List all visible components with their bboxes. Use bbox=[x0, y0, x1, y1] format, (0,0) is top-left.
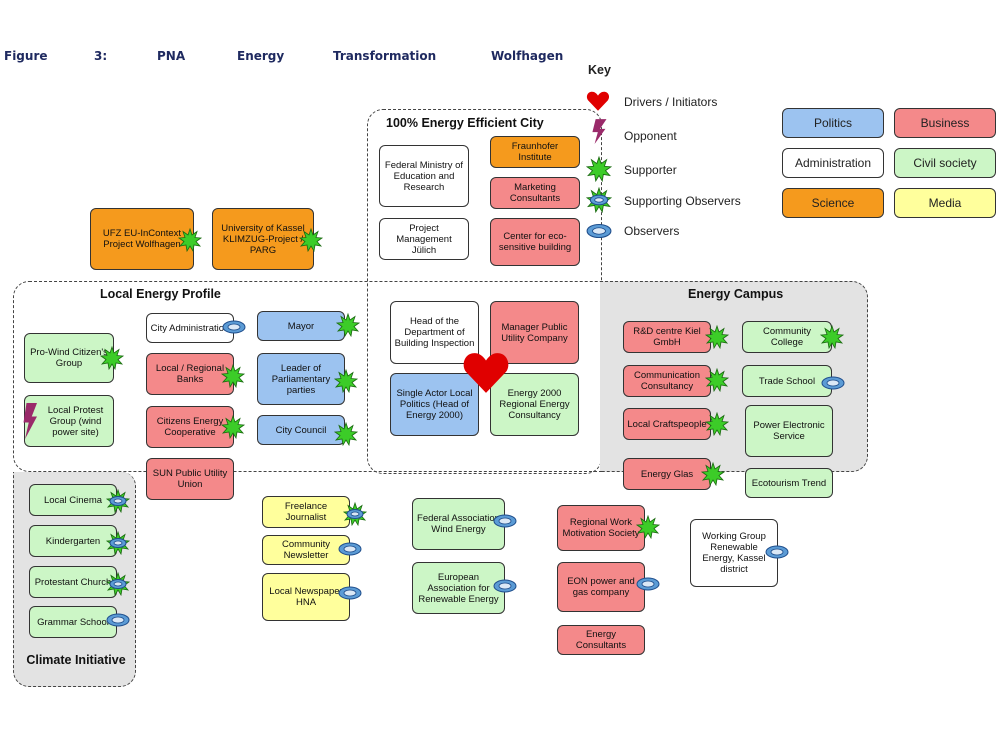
star-eye-icon bbox=[107, 573, 129, 595]
actor-wind-assoc: Federal Association Wind Energy bbox=[412, 498, 505, 550]
region-title-climate-initiative: Climate Initiative bbox=[26, 653, 126, 667]
eye-icon bbox=[493, 514, 517, 528]
star-icon bbox=[705, 325, 729, 349]
star-icon bbox=[820, 325, 844, 349]
eye-icon bbox=[493, 579, 517, 593]
actor-european-assoc: European Association for Renewable Energ… bbox=[412, 562, 505, 614]
actor-energy-consultants: Energy Consultants bbox=[557, 625, 645, 655]
heart-icon bbox=[459, 349, 513, 395]
key-category-science: Science bbox=[782, 188, 884, 218]
region-title-local-energy-profile: Local Energy Profile bbox=[100, 287, 221, 301]
actor-community-college: Community College bbox=[742, 321, 832, 353]
star-icon bbox=[334, 422, 358, 446]
actor-kindergarten: Kindergarten bbox=[29, 525, 117, 557]
key-label-observers: Observers bbox=[624, 224, 680, 238]
key-category-civil-society: Civil society bbox=[894, 148, 996, 178]
key-title: Key bbox=[588, 63, 611, 77]
star-eye-icon bbox=[107, 490, 129, 512]
star-icon bbox=[705, 412, 729, 436]
actor-comm-consultancy: Communication Consultancy bbox=[623, 365, 711, 397]
actor-parl-leader: Leader of Parliamentary parties bbox=[257, 353, 345, 405]
star-icon bbox=[221, 364, 245, 388]
key-category-business: Business bbox=[894, 108, 996, 138]
star-icon bbox=[705, 368, 729, 392]
eye-icon bbox=[106, 613, 130, 627]
eye-icon bbox=[821, 376, 845, 390]
key-label-drivers: Drivers / Initiators bbox=[624, 95, 718, 109]
region-title-efficient-city: 100% Energy Efficient City bbox=[386, 116, 544, 130]
actor-trade-school: Trade School bbox=[742, 365, 832, 397]
actor-single-actor: Single Actor Local Politics (Head of Ene… bbox=[390, 373, 479, 436]
eye-icon bbox=[586, 218, 612, 244]
actor-manager-utility: Manager Public Utility Company bbox=[490, 301, 579, 364]
heart-icon bbox=[585, 88, 611, 114]
eye-icon bbox=[765, 545, 789, 559]
star-eye-icon bbox=[344, 503, 366, 525]
actor-city-council: City Council bbox=[257, 415, 345, 445]
actor-head-inspection: Head of the Department of Building Inspe… bbox=[390, 301, 479, 364]
actor-church: Protestant Church bbox=[29, 566, 117, 598]
actor-cinema: Local Cinema bbox=[29, 484, 117, 516]
region-local-energy-profile bbox=[13, 281, 603, 472]
lightning-icon bbox=[22, 400, 40, 442]
actor-energy-glas: Energy Glas bbox=[623, 458, 711, 490]
lightning-icon bbox=[587, 118, 613, 144]
key-label-opponent: Opponent bbox=[624, 129, 677, 143]
star-icon bbox=[221, 415, 245, 439]
actor-mayor: Mayor bbox=[257, 311, 345, 341]
key-category-media: Media bbox=[894, 188, 996, 218]
actor-federal-ministry: Federal Ministry of Education and Resear… bbox=[379, 145, 469, 207]
caption-figure: Figure bbox=[4, 49, 48, 63]
actor-newsletter: Community Newsletter bbox=[262, 535, 350, 565]
star-icon bbox=[701, 462, 725, 486]
actor-power-service: Power Electronic Service bbox=[745, 405, 833, 457]
star-eye-icon bbox=[586, 187, 612, 213]
eye-icon bbox=[636, 577, 660, 591]
actor-marketing: Marketing Consultants bbox=[490, 177, 580, 209]
caption-energy: Energy bbox=[237, 49, 285, 63]
star-eye-icon bbox=[107, 532, 129, 554]
caption-transformation: Transformation bbox=[333, 49, 437, 63]
actor-ufz: UFZ EU-InContext Project Wolfhagen bbox=[90, 208, 194, 270]
star-icon bbox=[336, 313, 360, 337]
region-title-energy-campus: Energy Campus bbox=[688, 287, 784, 301]
caption-number: 3: bbox=[94, 49, 108, 63]
actor-eon: EON power and gas company bbox=[557, 562, 645, 612]
star-icon bbox=[636, 515, 660, 539]
actor-newspaper: Local Newspaper HNA bbox=[262, 573, 350, 621]
key-category-politics: Politics bbox=[782, 108, 884, 138]
actor-fraunhofer: Fraunhofer Institute bbox=[490, 136, 580, 168]
star-icon bbox=[586, 156, 612, 182]
star-icon bbox=[100, 346, 124, 370]
caption-pna: PNA bbox=[157, 49, 186, 63]
actor-protest-group: Local Protest Group (wind power site) bbox=[24, 395, 114, 447]
actor-working-group: Working Group Renewable Energy, Kassel d… bbox=[690, 519, 778, 587]
actor-ecotourism: Ecotourism Trend bbox=[745, 468, 833, 498]
eye-icon bbox=[222, 320, 246, 334]
actor-grammar-school: Grammar School bbox=[29, 606, 117, 638]
actor-energy2000: Energy 2000 Regional Energy Consultancy bbox=[490, 373, 579, 436]
eye-icon bbox=[338, 586, 362, 600]
actor-regional-work: Regional Work Motivation Society bbox=[557, 505, 645, 551]
key-category-administration: Administration bbox=[782, 148, 884, 178]
caption-wolfhagen: Wolfhagen bbox=[491, 49, 564, 63]
actor-pro-wind: Pro-Wind Citizen's Group bbox=[24, 333, 114, 383]
key-label-supporting-observers: Supporting Observers bbox=[624, 194, 741, 208]
actor-eco-center: Center for eco-sensitive building bbox=[490, 218, 580, 266]
actor-coop: Citizens Energy Cooperative bbox=[146, 406, 234, 448]
key-label-supporter: Supporter bbox=[624, 163, 677, 177]
star-icon bbox=[178, 228, 202, 252]
star-icon bbox=[299, 228, 323, 252]
actor-craftspeople: Local Craftspeople bbox=[623, 408, 711, 440]
star-icon bbox=[334, 369, 358, 393]
eye-icon bbox=[338, 542, 362, 556]
actor-uni-kassel: University of Kassel KLIMZUG-Project / P… bbox=[212, 208, 314, 270]
actor-project-mgmt: Project Management Jülich bbox=[379, 218, 469, 260]
actor-sun-union: SUN Public Utility Union bbox=[146, 458, 234, 500]
